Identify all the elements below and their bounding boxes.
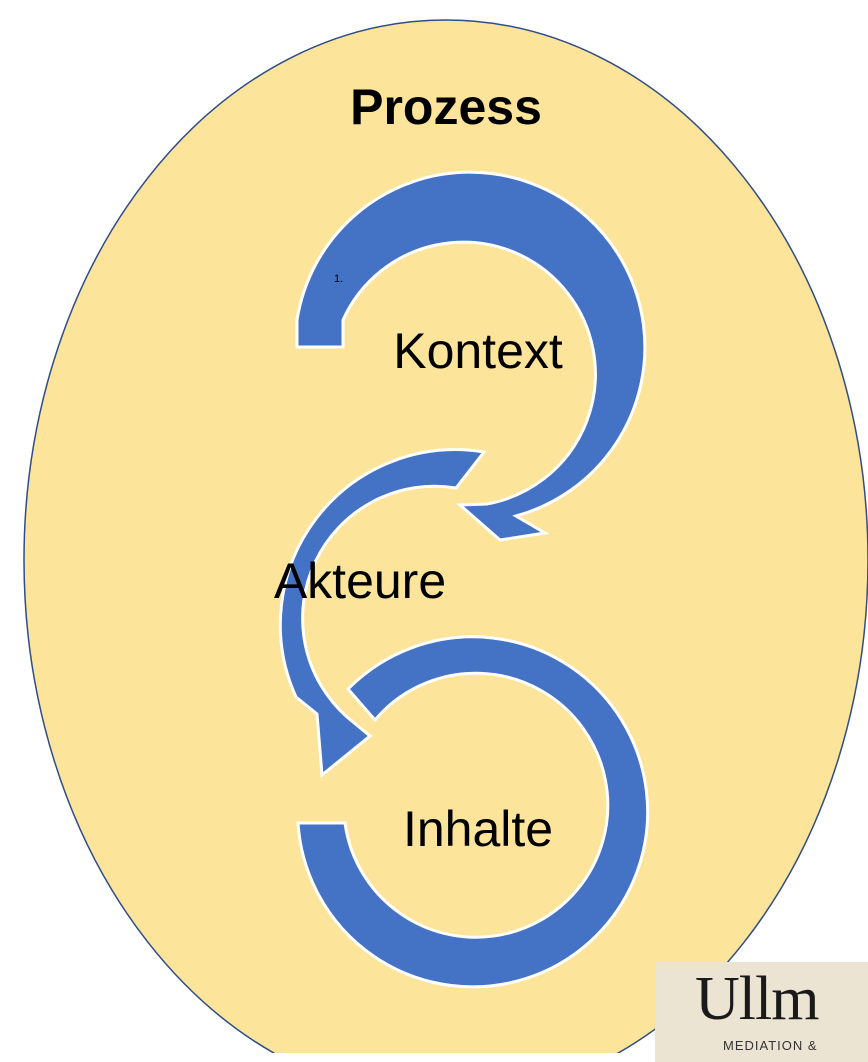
cycle-arrow-kontext: [295, 170, 647, 542]
step-label-kontext: Kontext: [393, 323, 563, 379]
step-label-akteure: Akteure: [274, 553, 446, 609]
cycle-arrow-akteure: [278, 448, 487, 778]
diagram-title: Prozess: [350, 79, 542, 135]
step-number-kontext: 1.: [334, 273, 343, 285]
step-label-inhalte: Inhalte: [403, 801, 553, 857]
process-ellipse: [23, 19, 868, 1062]
logo-subtitle: MEDIATION &: [723, 1038, 818, 1053]
cycle-arrow-inhalte: [296, 635, 650, 989]
company-logo: Ullm MEDIATION &: [655, 962, 868, 1062]
logo-wordmark: Ullm: [695, 965, 819, 1033]
